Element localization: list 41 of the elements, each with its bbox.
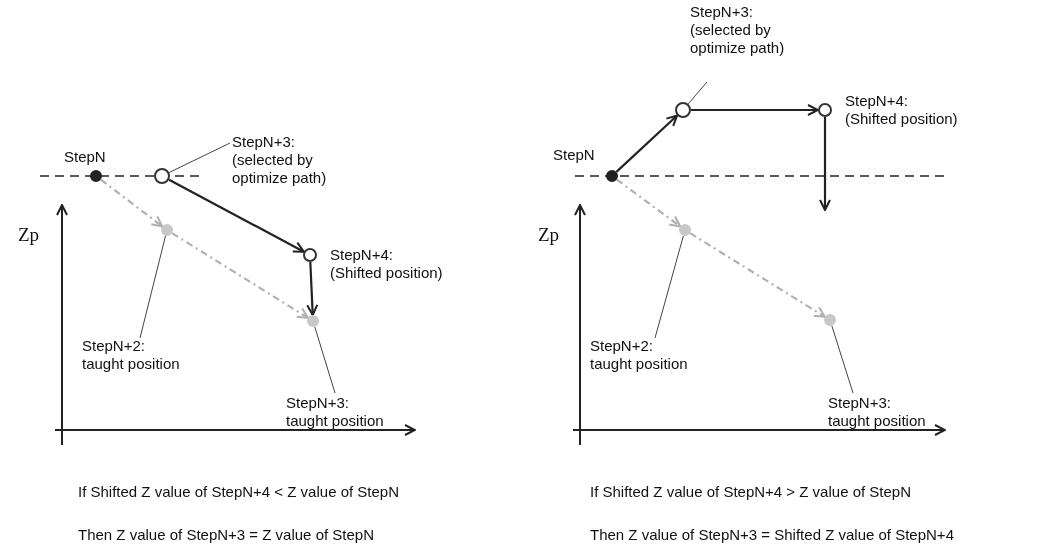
arrow <box>168 178 305 253</box>
callout-text: StepN+3: (selected by optimize path) <box>232 133 350 187</box>
axis-label: Zp <box>538 224 560 246</box>
callout-text: StepN+3: (selected by optimize path) <box>690 3 808 57</box>
arrow <box>306 261 319 316</box>
arrow <box>615 114 679 173</box>
leader-line <box>831 325 854 394</box>
leader-line <box>654 235 684 339</box>
condition-text: Then Z value of StepN+3 = Shifted Z value of StepN+4 <box>590 526 954 543</box>
arrow <box>171 232 309 319</box>
arrow <box>691 104 819 116</box>
point-label: StepN <box>64 148 107 166</box>
point-label: StepN+4: (Shifted position) <box>845 92 959 128</box>
condition-text: Then Z value of StepN+3 = Z value of StepN <box>78 526 374 543</box>
condition-text: If Shifted Z value of StepN+4 < Z value of StepN <box>78 483 399 500</box>
position-circle <box>818 103 832 117</box>
arrow <box>616 178 682 228</box>
arrow <box>689 232 826 318</box>
position-circle <box>154 168 170 184</box>
leader-line <box>139 235 167 339</box>
point-label: StepN <box>553 146 596 164</box>
position-dot <box>824 314 836 326</box>
point-label: StepN+4: (Shifted position) <box>330 246 444 282</box>
condition-text: If Shifted Z value of StepN+4 > Z value of StepN <box>590 483 911 500</box>
arrow <box>100 178 164 228</box>
position-circle <box>675 102 691 118</box>
position-dot <box>161 224 173 236</box>
leader-line <box>687 81 708 105</box>
callout-text: StepN+3: taught position <box>828 394 958 430</box>
callout-text: StepN+2: taught position <box>82 337 212 373</box>
position-dot <box>606 170 618 182</box>
position-dot <box>307 315 319 327</box>
callout-text: StepN+3: taught position <box>286 394 416 430</box>
leader-line <box>314 326 336 394</box>
position-dot <box>679 224 691 236</box>
leader-line <box>168 142 231 173</box>
arrow <box>819 117 831 211</box>
position-dot <box>90 170 102 182</box>
position-circle <box>303 248 317 262</box>
callout-text: StepN+2: taught position <box>590 337 720 373</box>
axis-label: Zp <box>18 224 40 246</box>
